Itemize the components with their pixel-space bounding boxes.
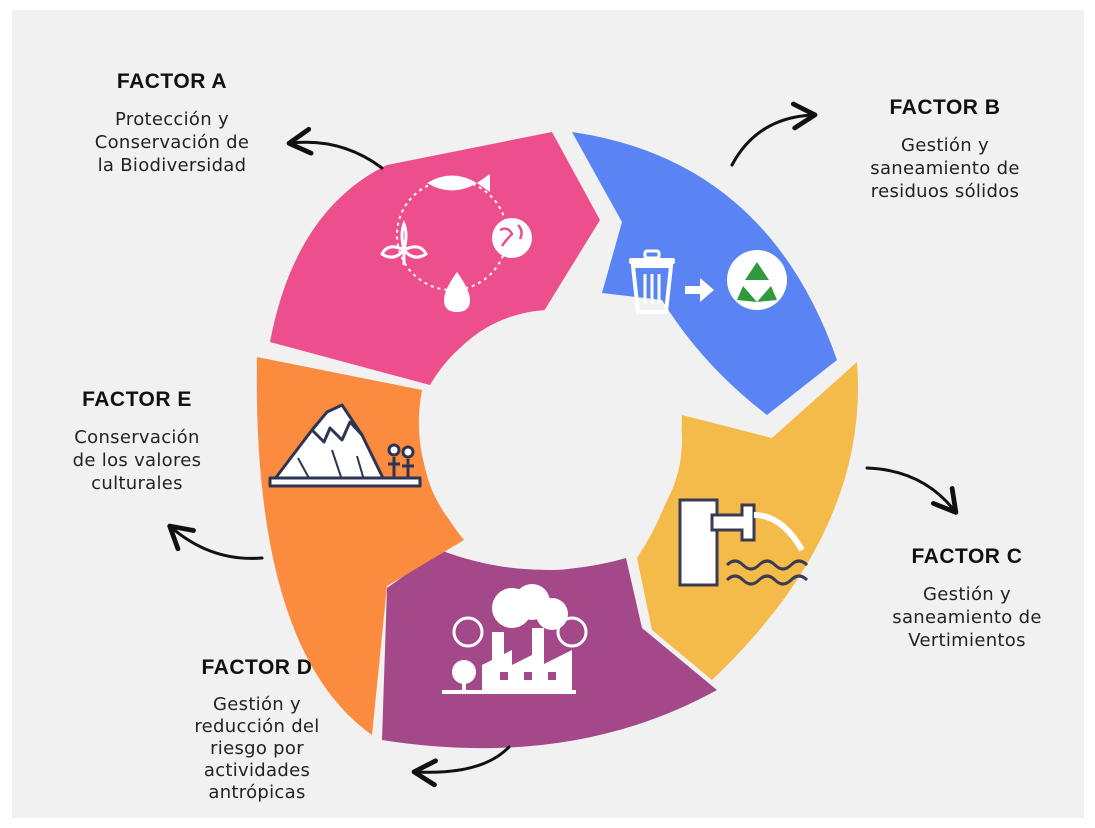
segment-factor-d: [382, 550, 717, 749]
factor-d-desc-line: riesgo por: [210, 738, 304, 759]
factor-e-desc-line: de los valores: [72, 450, 202, 471]
factor-b-title: FACTOR B: [889, 96, 1001, 119]
biodiversity-cycle-icon: [380, 174, 532, 312]
factor-d-desc-line: actividades: [203, 760, 311, 781]
factor-c-desc-line: Vertimientos: [908, 630, 1026, 651]
diagram-background: FACTOR A Protección y Conservación de la…: [12, 10, 1084, 818]
factor-c-description: Gestión y saneamiento de Vertimientos: [857, 583, 1077, 652]
factor-b-label: FACTOR B Gestión y saneamiento de residu…: [830, 96, 1060, 203]
factor-e-description: Conservación de los valores culturales: [32, 426, 242, 495]
center-hole: [422, 310, 682, 570]
factor-a-desc-line: Conservación de: [94, 132, 250, 153]
factor-a-desc-line: la Biodiversidad: [97, 155, 247, 176]
factor-d-label: FACTOR D Gestión y reducción del riesgo …: [147, 656, 367, 804]
factory-pollution-icon: [442, 584, 588, 694]
cycle-diagram: [167, 101, 959, 788]
arrow-to-factor-a: [286, 126, 384, 170]
trash-to-recycle-icon: [629, 249, 787, 314]
factor-a-desc-line: Protección y: [115, 109, 229, 130]
arrow-to-factor-c: [865, 466, 959, 515]
arrow-to-factor-b: [730, 101, 818, 167]
factor-e-title: FACTOR E: [82, 388, 192, 411]
factor-a-description: Protección y Conservación de la Biodiver…: [67, 108, 277, 177]
factor-b-desc-line: Gestión y: [901, 135, 989, 156]
factor-c-desc-line: saneamiento de: [892, 607, 1042, 628]
factor-e-desc-line: Conservación: [74, 427, 200, 448]
arrow-to-factor-e: [167, 523, 264, 560]
factor-b-desc-line: saneamiento de: [870, 158, 1020, 179]
factor-d-title: FACTOR D: [201, 656, 313, 679]
mountain-people-icon: [268, 403, 422, 488]
factor-d-desc-line: Gestión y: [213, 694, 301, 715]
factor-d-description: Gestión y reducción del riesgo por activ…: [147, 694, 367, 804]
factor-c-desc-line: Gestión y: [923, 584, 1011, 605]
factor-a-label: FACTOR A Protección y Conservación de la…: [67, 70, 277, 177]
arrow-to-factor-d: [411, 745, 511, 788]
segment-factor-b: [572, 132, 837, 415]
factor-e-label: FACTOR E Conservación de los valores cul…: [32, 388, 242, 495]
factor-c-title: FACTOR C: [911, 545, 1023, 568]
factor-e-desc-line: culturales: [91, 473, 183, 494]
factor-d-desc-line: reducción del: [194, 716, 320, 737]
factor-c-label: FACTOR C Gestión y saneamiento de Vertim…: [857, 545, 1077, 652]
factor-d-desc-line: antrópicas: [208, 782, 306, 803]
factor-b-description: Gestión y saneamiento de residuos sólido…: [830, 134, 1060, 203]
wastewater-discharge-icon: [678, 498, 809, 587]
factor-b-desc-line: residuos sólidos: [870, 181, 1020, 202]
segment-factor-a: [270, 132, 600, 385]
factor-a-title: FACTOR A: [116, 70, 228, 93]
